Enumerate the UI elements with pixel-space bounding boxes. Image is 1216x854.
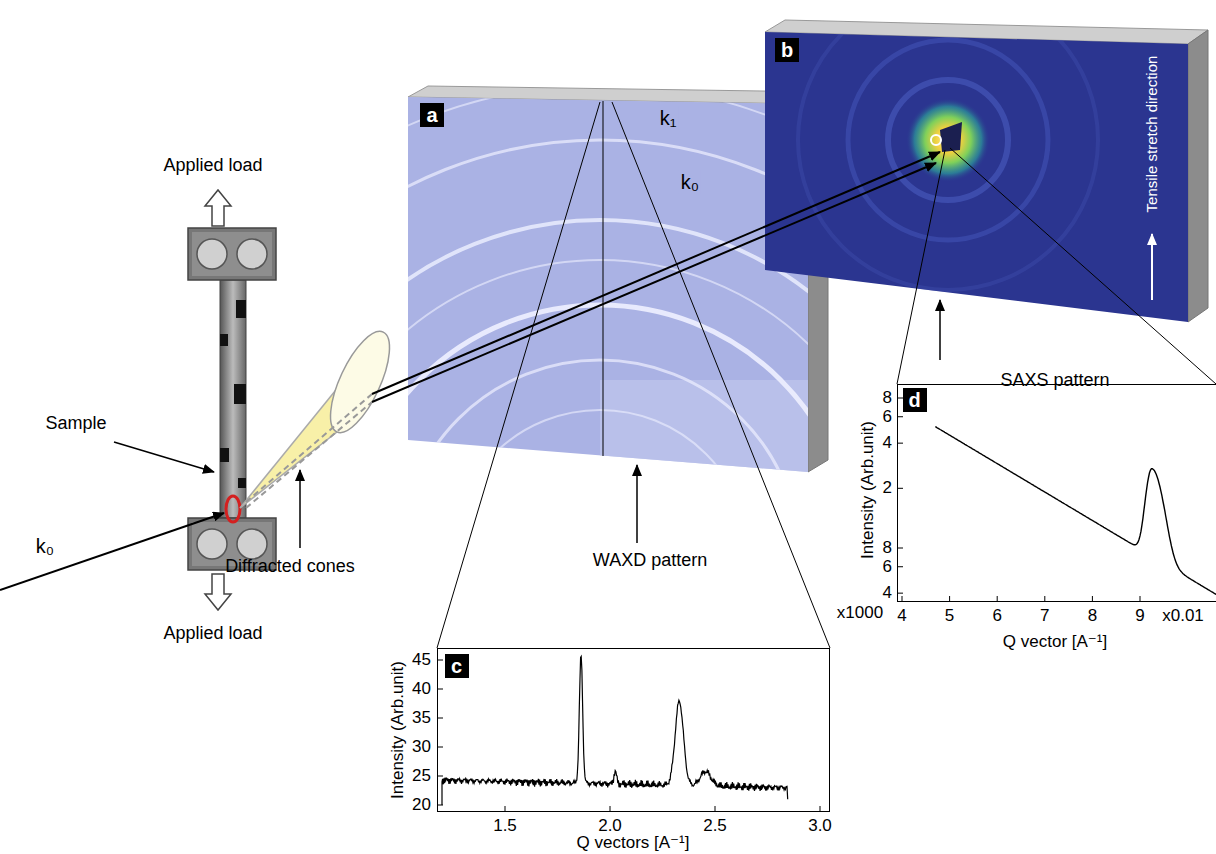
- ray-dashed: [246, 394, 372, 502]
- tick-label: 6: [992, 606, 1001, 626]
- tick-label: 6: [883, 557, 892, 577]
- pointer-arrow: [299, 470, 301, 548]
- ring: [400, 360, 800, 760]
- ring: [300, 260, 900, 854]
- beam-stop: [940, 122, 962, 152]
- beam-spot: [226, 496, 240, 522]
- saxs-chart: d: [897, 384, 1216, 602]
- waxd-curve: [442, 657, 788, 806]
- tick-label: 25: [412, 766, 431, 786]
- tick-label: 45: [412, 650, 431, 670]
- saxs-detector: [765, 0, 1208, 322]
- diffraction-cone: [240, 324, 401, 508]
- tick-label: 3.0: [808, 816, 832, 836]
- zoom-line: [437, 102, 600, 648]
- saxs-panel: b: [765, 32, 1188, 270]
- tick-label: 4: [897, 606, 906, 626]
- beam-label: k₁: [658, 107, 679, 130]
- direction-label: Tensile stretch direction: [1143, 56, 1160, 213]
- pattern-label: SAXS pattern: [1000, 370, 1109, 391]
- tick-label: 9: [1135, 606, 1144, 626]
- beam-label: k₀: [36, 535, 54, 558]
- stretch-arrow: [1151, 234, 1153, 300]
- scattered-ray: [372, 163, 936, 402]
- sample-mark: [238, 478, 246, 488]
- beam-ring: [931, 135, 941, 145]
- tick-label: 6: [883, 407, 892, 427]
- sample-mark: [234, 384, 246, 404]
- incident-beam: [0, 513, 224, 590]
- waxd-curve-group: [442, 657, 788, 806]
- tick-label: 2.0: [598, 816, 622, 836]
- sample-strip: [220, 280, 246, 518]
- panel-letter: d: [903, 388, 927, 412]
- load-label: Applied load: [163, 155, 262, 176]
- tick-label: 8: [883, 388, 892, 408]
- pointer-arrow: [114, 442, 214, 472]
- part-label: Diffracted cones: [225, 556, 355, 577]
- waxd-chart: c: [437, 648, 830, 812]
- tick-label: 30: [412, 737, 431, 757]
- cone-rim: [319, 324, 402, 441]
- scale-factor: x0.01: [1162, 606, 1204, 626]
- panel-letter: b: [775, 38, 799, 62]
- panel-letter: a: [420, 103, 444, 127]
- tick-label: 5: [945, 606, 954, 626]
- tick-label: 40: [412, 679, 431, 699]
- saxs-curve: [935, 427, 1216, 596]
- tick-label: 8: [883, 538, 892, 558]
- tick-label: 1.5: [493, 816, 517, 836]
- pointer-arrow: [636, 465, 638, 543]
- sample-mark: [220, 448, 229, 462]
- tick-label: 2.5: [703, 816, 727, 836]
- saxs-ground: [765, 32, 1188, 322]
- axis-title: Q vectors [A⁻¹]: [577, 833, 690, 853]
- tensile-rig: [188, 190, 276, 610]
- grip-bolt: [197, 529, 227, 559]
- load-arrow: [205, 190, 231, 226]
- grip-face: [192, 232, 272, 276]
- load-arrow: [205, 574, 231, 610]
- axis-title: Q vector [A⁻¹]: [1003, 632, 1107, 652]
- scattered-ray: [372, 152, 940, 394]
- axis-title: Intensity (Arb.unit): [858, 421, 878, 559]
- ring: [798, 0, 1098, 290]
- tick-label: 35: [412, 708, 431, 728]
- grip-bolt: [237, 239, 267, 269]
- tick-label: 2: [883, 479, 892, 499]
- tick-label: 4: [883, 433, 892, 453]
- pointer-arrow: [939, 300, 941, 360]
- part-label: Sample: [45, 413, 106, 434]
- scattering-rings: [798, 0, 1098, 290]
- sample-mark: [220, 334, 228, 346]
- ring: [848, 40, 1048, 240]
- cut-line: [603, 101, 604, 456]
- zoom-line: [897, 150, 945, 384]
- ring: [260, 220, 940, 854]
- ray-dashed: [246, 402, 372, 508]
- panel-letter: c: [445, 654, 469, 678]
- tick-label: 7: [1040, 606, 1049, 626]
- zoom-line: [950, 148, 1216, 384]
- bright-area: [600, 380, 820, 480]
- panel-side: [1188, 30, 1208, 322]
- tick-label: 20: [412, 795, 431, 815]
- grip-bolt: [237, 529, 267, 559]
- sample-mark: [236, 300, 246, 318]
- scale-factor: x1000: [837, 603, 883, 623]
- waxd-panel: a: [408, 97, 808, 440]
- grip: [188, 228, 276, 280]
- pattern-label: WAXD pattern: [593, 550, 707, 571]
- tick-label: 4: [883, 583, 892, 603]
- grip-bolt: [197, 239, 227, 269]
- tick-label: 8: [1088, 606, 1097, 626]
- axis-title: Intensity (Arb.unit): [388, 661, 408, 799]
- saxs-curve-group: [935, 427, 1216, 596]
- ring: [888, 80, 1008, 200]
- beam-label: k₀: [679, 171, 701, 194]
- load-label: Applied load: [163, 623, 262, 644]
